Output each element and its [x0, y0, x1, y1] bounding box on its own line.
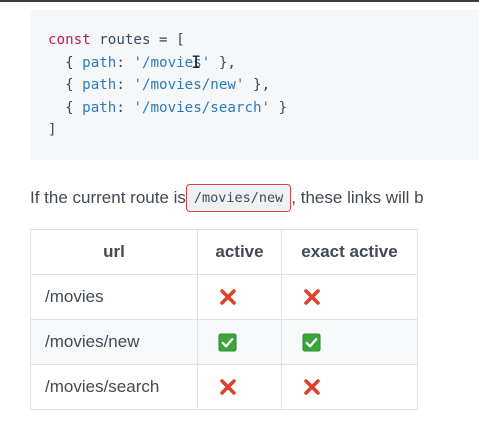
code-line-1: const routes = [	[48, 32, 185, 48]
code-string: '/movies/search'	[133, 99, 271, 116]
code-line-2: { path: '/movies' },	[48, 55, 236, 71]
highlighted-route-code: /movies/new	[185, 184, 292, 212]
sentence-before: If the current route is	[30, 188, 186, 207]
cross-icon	[304, 289, 320, 306]
exact-active-cell	[281, 274, 418, 320]
check-icon	[218, 333, 237, 352]
code-line-5: ]	[48, 122, 57, 138]
code-text: :	[116, 54, 134, 71]
header-url: url	[30, 229, 198, 275]
cross-icon	[220, 379, 236, 396]
active-cell	[197, 364, 282, 410]
cross-icon	[304, 379, 320, 396]
code-text: },	[210, 54, 236, 71]
exact-active-cell	[281, 364, 418, 410]
top-divider	[0, 0, 479, 2]
url-cell: /movies/search	[30, 364, 198, 410]
code-text: routes = [	[90, 32, 185, 48]
code-string: '/movies'	[133, 54, 211, 71]
code-line-3: { path: '/movies/new' },	[48, 77, 270, 93]
sentence-after: , these links will b	[291, 188, 424, 207]
code-text: {	[48, 54, 83, 71]
code-text: :	[116, 77, 134, 93]
header-active: active	[197, 229, 282, 275]
code-block: const routes = [ { path: '/movies' }, { …	[30, 10, 479, 160]
cross-icon	[220, 289, 236, 306]
code-key: path	[82, 99, 117, 116]
code-text: {	[48, 99, 83, 116]
code-keyword: const	[48, 32, 91, 48]
check-icon	[302, 333, 321, 352]
text-cursor-icon: I	[191, 54, 201, 72]
code-text: :	[116, 99, 134, 116]
table-row: /movies/search	[30, 364, 418, 410]
active-cell	[197, 319, 282, 365]
url-cell: /movies	[30, 274, 198, 320]
table-row: /movies/new	[30, 319, 418, 365]
url-cell: /movies/new	[30, 319, 198, 365]
table-header-row: url active exact active	[30, 229, 418, 275]
code-line-4: { path: '/movies/search' }	[48, 100, 287, 116]
table-row: /movies	[30, 274, 418, 320]
table-body: /movies /movies/new /movies/search	[30, 274, 418, 410]
exact-active-cell	[281, 319, 418, 365]
route-active-table: url active exact active /movies /movies/…	[30, 229, 418, 410]
code-string: '/movies/new'	[133, 77, 245, 93]
code-key: path	[82, 77, 117, 93]
code-text: },	[244, 77, 271, 93]
header-exact-active: exact active	[281, 229, 418, 275]
active-cell	[197, 274, 282, 320]
description-sentence: If the current route is /movies/new, the…	[30, 184, 424, 212]
code-key: path	[82, 54, 117, 71]
code-text: }	[270, 99, 288, 116]
code-text: {	[48, 77, 83, 93]
